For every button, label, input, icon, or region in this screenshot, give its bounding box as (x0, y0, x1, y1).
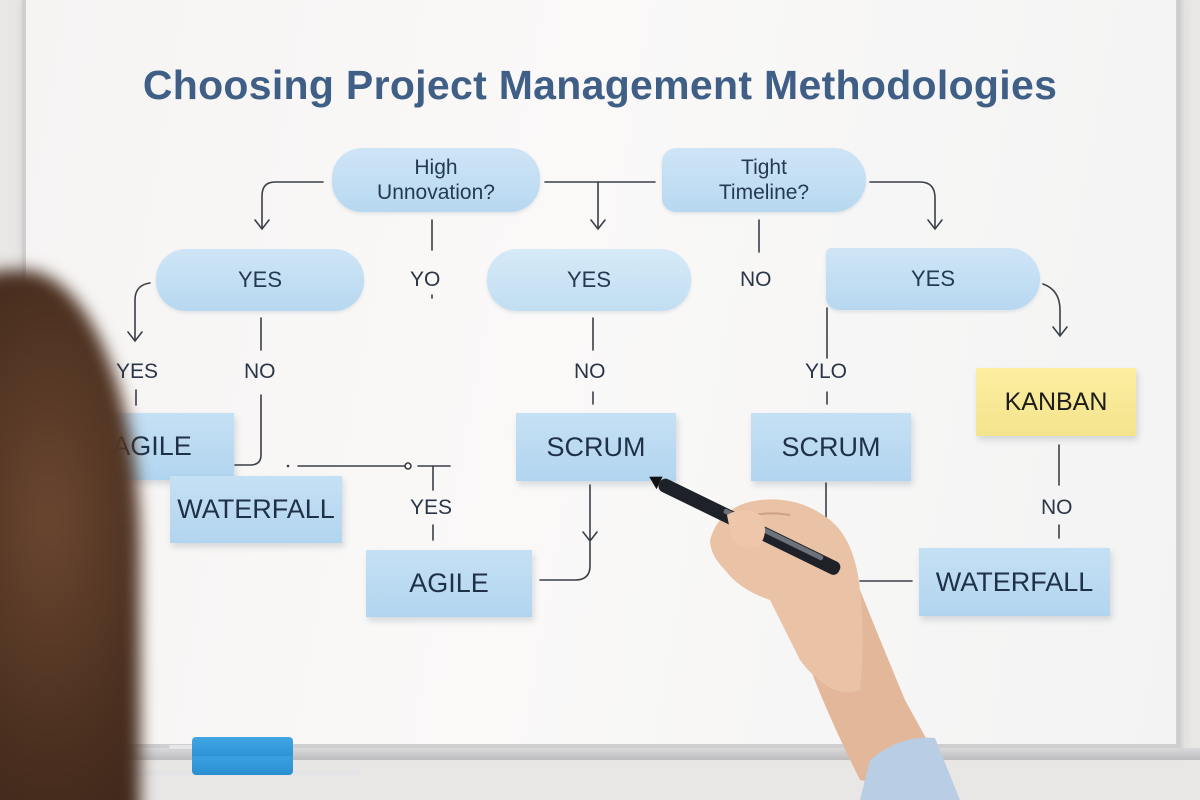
whiteboard-frame-right (1178, 0, 1186, 750)
note-scrum-middle: SCRUM (516, 413, 676, 481)
answer-pill-yes-left: YES (156, 249, 364, 311)
branch-label: YLO (805, 360, 848, 383)
note-scrum-right: SCRUM (751, 413, 911, 481)
answer-pill-yes-middle: YES (487, 249, 691, 311)
note-agile-bottom: AGILE (366, 550, 532, 617)
answer-pill-label: YES (566, 267, 612, 292)
branch-label: YES (116, 360, 159, 383)
answer-pill-label: YES (910, 266, 956, 291)
decision-text-line2: Unnovation? (377, 181, 495, 204)
note-waterfall-left: WATERFALL (170, 476, 342, 543)
answer-pill-label: YES (237, 267, 283, 292)
branch-label: NO (1041, 496, 1073, 519)
note-waterfall-right: WATERFALL (919, 548, 1110, 616)
flowchart-title: Choosing Project Management Methodologie… (142, 62, 1058, 108)
branch-label: YO (410, 268, 441, 291)
branch-label: NO (574, 360, 606, 383)
decision-tight-timeline: Tight Timeline? (662, 148, 866, 212)
note-kanban: KANBAN (976, 368, 1136, 436)
decision-text-line1: Tight (741, 156, 787, 179)
answer-pill-yes-right: YES (826, 248, 1040, 310)
decision-text-line1: High (414, 156, 458, 179)
branch-label: NO (244, 360, 276, 383)
marker-on-tray (168, 744, 194, 750)
decision-text-line2: Timeline? (718, 181, 810, 204)
branch-label: YES (410, 496, 453, 519)
branch-label: NO (740, 268, 772, 291)
whiteboard-eraser (192, 737, 293, 775)
decision-high-innovation: High Unnovation? (332, 148, 540, 212)
